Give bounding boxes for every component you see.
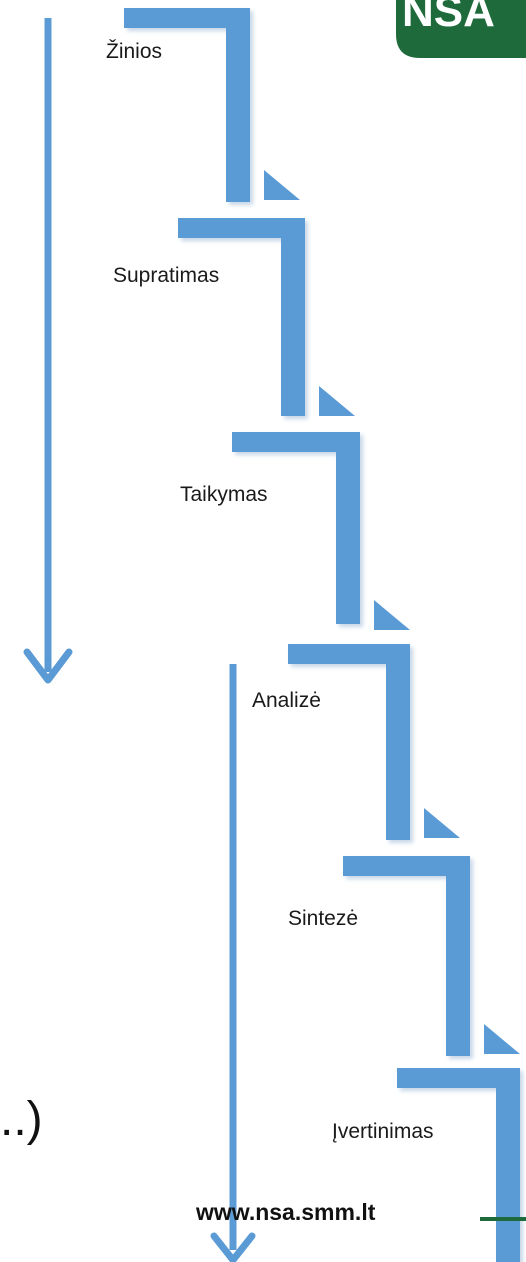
bracket-shape xyxy=(124,8,250,202)
center-down-arrow xyxy=(210,664,256,1262)
step-bracket-zinios xyxy=(124,8,300,205)
step-arrow-triangle xyxy=(484,1024,520,1054)
bracket-shape xyxy=(397,1068,520,1262)
left-down-arrow xyxy=(23,18,73,684)
bracket-shape xyxy=(343,856,470,1056)
step-arrow-triangle xyxy=(374,600,410,630)
footer-url[interactable]: www.nsa.smm.lt xyxy=(196,1199,376,1225)
logo-text: NSA xyxy=(402,0,495,36)
step-bracket-analize xyxy=(288,644,460,843)
step-arrow-triangle xyxy=(319,386,355,416)
step-bracket-sinteze xyxy=(343,856,520,1059)
step-bracket-supratimas xyxy=(178,218,355,419)
step-bracket-ivertinimas xyxy=(397,1068,523,1262)
truncated-text: ..) xyxy=(0,1093,43,1146)
bracket-shape xyxy=(232,432,360,624)
step-bracket-taikymas xyxy=(232,432,410,630)
step-label-taikymas: Taikymas xyxy=(180,483,268,506)
bracket-shape xyxy=(288,644,410,840)
nsa-logo: NSA xyxy=(396,0,526,58)
step-label-analize: Analizė xyxy=(252,689,321,712)
step-label-sinteze: Sintezė xyxy=(288,907,359,930)
step-arrow-triangle xyxy=(264,170,300,200)
step-label-ivertinimas: Įvertinimas xyxy=(332,1120,434,1143)
step-arrow-triangle xyxy=(424,808,460,838)
steps-layer xyxy=(124,8,523,1262)
step-label-supratimas: Supratimas xyxy=(113,264,220,287)
step-label-zinios: Žinios xyxy=(106,40,163,63)
bracket-shape xyxy=(178,218,305,416)
